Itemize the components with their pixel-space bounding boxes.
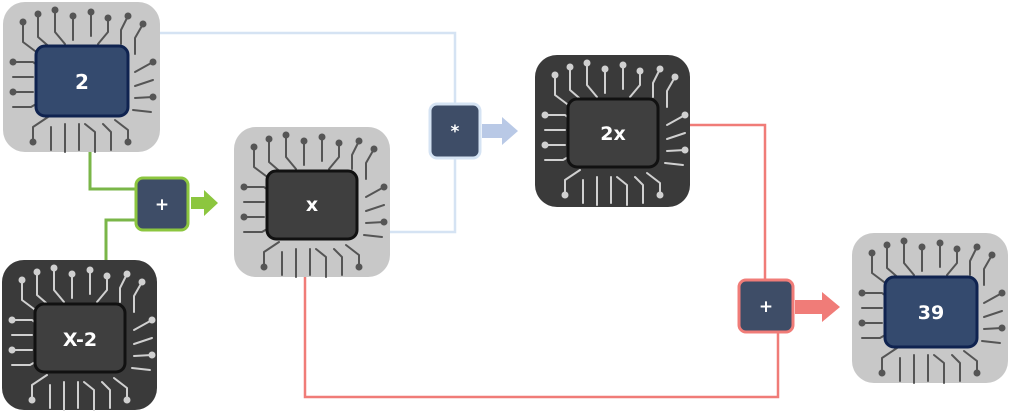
operator-multiply-blue-label: * xyxy=(451,122,460,142)
operator-add-green: + xyxy=(134,176,190,232)
arrow-green-to-x xyxy=(191,190,218,216)
arrow-blue-to-2x xyxy=(482,117,518,145)
chip-39-label: 39 xyxy=(918,302,944,324)
chip-x: x xyxy=(234,127,390,278)
chip-2-label: 2 xyxy=(75,70,89,94)
wire-blue-from-x xyxy=(390,158,457,234)
wire-green-from-2 xyxy=(88,150,136,191)
chip-2x: 2x xyxy=(535,55,690,207)
chip-2: 2 xyxy=(3,2,160,153)
operator-add-red-label: + xyxy=(759,297,773,317)
wire-red-from-2x xyxy=(690,123,767,280)
chip-x-label: x xyxy=(306,194,318,216)
wire-blue-from-2 xyxy=(160,31,457,104)
wire-red-from-x xyxy=(303,275,780,399)
chip-39: 39 xyxy=(852,233,1008,384)
chip-x-minus-2: X-2 xyxy=(2,260,157,411)
wire-green-from-x-2 xyxy=(104,218,136,262)
operator-add-green-label: + xyxy=(155,195,169,215)
arrow-red-to-39 xyxy=(795,292,840,322)
operator-add-red: + xyxy=(737,278,795,334)
chip-x-minus-2-label: X-2 xyxy=(63,329,97,351)
operator-multiply-blue: * xyxy=(428,102,482,160)
chip-2x-label: 2x xyxy=(600,123,625,145)
